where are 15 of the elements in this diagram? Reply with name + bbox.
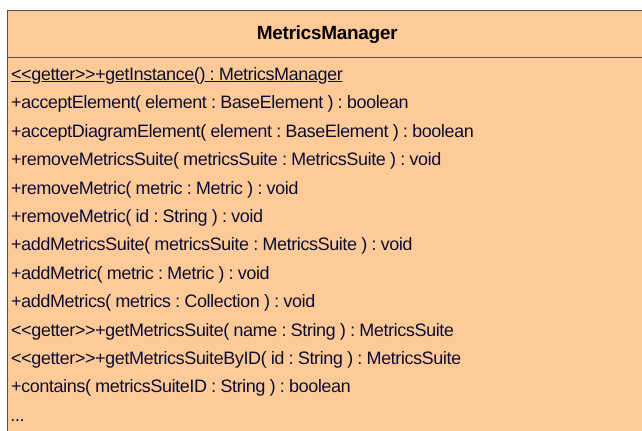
operation: <<getter>>+getMetricsSuiteByID( id : String ) : MetricsSuite: [11, 346, 461, 370]
uml-class-box: [7, 10, 642, 431]
operation: +removeMetric( metric : Metric ) : void: [11, 176, 298, 200]
operation: +addMetrics( metrics : Collection ) : void: [11, 290, 315, 314]
operation: +acceptElement( element : BaseElement ) : boolean: [11, 91, 408, 114]
operation: <<getter>>+getMetricsSuite( name : String ) : MetricsSuite: [11, 318, 454, 342]
operation: +removeMetricsSuite( metricsSuite : MetricsSuite ) : void: [11, 148, 441, 172]
class-name: MetricsManager: [256, 23, 398, 45]
operation: +removeMetric( id : String ) : void: [11, 204, 263, 228]
operation: +addMetricsSuite( metricsSuite : MetricsSuite ) : void: [11, 233, 412, 256]
operation: +addMetric( metric : Metric ) : void: [11, 262, 270, 285]
ellipsis: ...: [11, 404, 25, 427]
operation: +contains( metricsSuiteID : String ) : boolean: [11, 375, 350, 398]
operation: +acceptDiagramElement( element : BaseElement ) : boolean: [11, 120, 474, 143]
operation: <<getter>>+getInstance() : MetricsManager: [11, 63, 342, 86]
